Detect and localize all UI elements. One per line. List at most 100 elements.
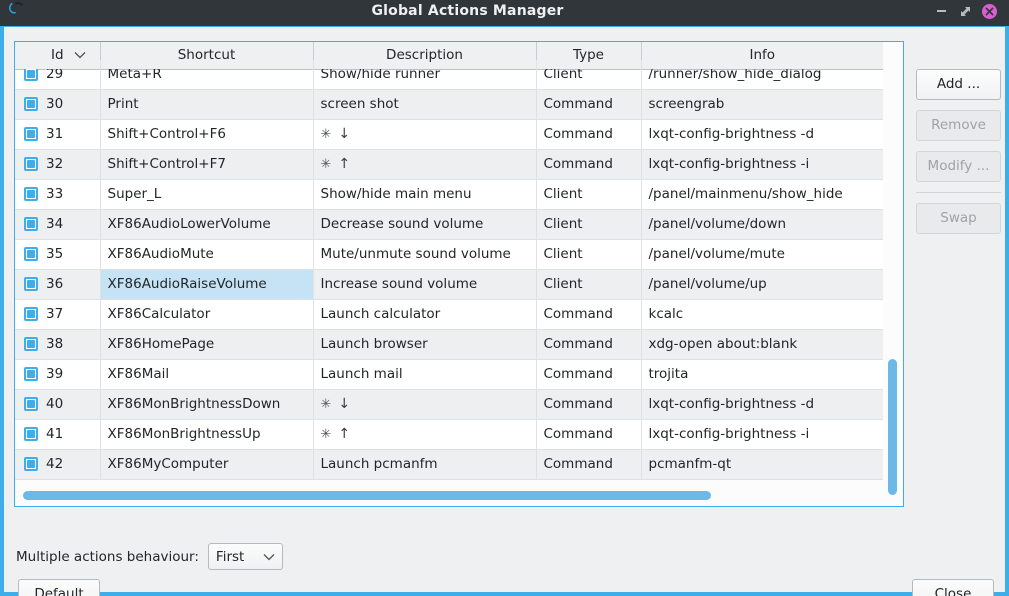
horizontal-scrollbar[interactable] xyxy=(17,488,885,504)
cell-shortcut[interactable]: XF86AudioMute xyxy=(100,239,314,270)
row-checkbox-icon[interactable] xyxy=(24,277,38,291)
modify-button[interactable]: Modify ... xyxy=(916,151,1001,182)
minimize-icon[interactable] xyxy=(929,0,953,23)
cell-type[interactable]: Command xyxy=(536,299,642,330)
default-button[interactable]: Default xyxy=(18,579,100,596)
cell-info[interactable]: xdg-open about:blank xyxy=(641,329,883,360)
cell-description[interactable]: Launch calculator xyxy=(313,299,537,330)
row-checkbox-icon[interactable] xyxy=(24,367,38,381)
cell-description[interactable]: Launch pcmanfm xyxy=(313,449,537,480)
cell-type[interactable]: Command xyxy=(536,119,642,150)
cell-type[interactable]: Command xyxy=(536,389,642,420)
vertical-scrollbar[interactable] xyxy=(885,69,901,495)
cell-id[interactable]: 41 xyxy=(15,419,101,450)
cell-type[interactable]: Command xyxy=(536,89,642,120)
row-checkbox-icon[interactable] xyxy=(24,337,38,351)
cell-shortcut[interactable]: XF86AudioRaiseVolume xyxy=(100,269,314,300)
cell-id[interactable]: 35 xyxy=(15,239,101,270)
row-checkbox-icon[interactable] xyxy=(24,397,38,411)
cell-id[interactable]: 36 xyxy=(15,269,101,300)
cell-info[interactable]: /panel/mainmenu/show_hide xyxy=(641,179,883,210)
column-header-shortcut[interactable]: Shortcut xyxy=(100,42,314,70)
vertical-scrollbar-thumb[interactable] xyxy=(888,359,897,495)
row-checkbox-icon[interactable] xyxy=(24,67,38,81)
cell-info[interactable]: /panel/volume/mute xyxy=(641,239,883,270)
add-button[interactable]: Add ... xyxy=(916,69,1001,100)
cell-type[interactable]: Command xyxy=(536,449,642,480)
cell-type[interactable]: Command xyxy=(536,359,642,390)
cell-description[interactable]: Show/hide main menu xyxy=(313,179,537,210)
close-button[interactable]: Close xyxy=(912,579,994,596)
row-checkbox-icon[interactable] xyxy=(24,187,38,201)
cell-info[interactable]: lxqt-config-brightness -d xyxy=(641,389,883,420)
row-checkbox-icon[interactable] xyxy=(24,217,38,231)
cell-description[interactable]: ✳↓ xyxy=(313,389,537,420)
column-header-description[interactable]: Description xyxy=(313,42,537,70)
cell-shortcut[interactable]: Super_L xyxy=(100,179,314,210)
cell-description[interactable]: ✳↑ xyxy=(313,149,537,180)
cell-shortcut[interactable]: XF86MyComputer xyxy=(100,449,314,480)
remove-button[interactable]: Remove xyxy=(916,110,1001,141)
row-checkbox-icon[interactable] xyxy=(24,157,38,171)
cell-type[interactable]: Client xyxy=(536,239,642,270)
cell-shortcut[interactable]: Shift+Control+F7 xyxy=(100,149,314,180)
cell-type[interactable]: Command xyxy=(536,329,642,360)
row-checkbox-icon[interactable] xyxy=(24,127,38,141)
cell-shortcut[interactable]: XF86Calculator xyxy=(100,299,314,330)
cell-info[interactable]: lxqt-config-brightness -d xyxy=(641,119,883,150)
cell-description[interactable]: ✳↓ xyxy=(313,119,537,150)
cell-description[interactable]: Launch browser xyxy=(313,329,537,360)
cell-description[interactable]: Mute/unmute sound volume xyxy=(313,239,537,270)
cell-shortcut[interactable]: Print xyxy=(100,89,314,120)
cell-info[interactable]: screengrab xyxy=(641,89,883,120)
cell-type[interactable]: Command xyxy=(536,419,642,450)
column-header-info[interactable]: Info xyxy=(641,42,883,70)
cell-id[interactable]: 40 xyxy=(15,389,101,420)
cell-id[interactable]: 37 xyxy=(15,299,101,330)
cell-info[interactable]: kcalc xyxy=(641,299,883,330)
cell-type[interactable]: Client xyxy=(536,269,642,300)
column-header-type[interactable]: Type xyxy=(536,42,642,70)
cell-id[interactable]: 33 xyxy=(15,179,101,210)
cell-type[interactable]: Client xyxy=(536,179,642,210)
cell-shortcut[interactable]: XF86MonBrightnessDown xyxy=(100,389,314,420)
horizontal-scrollbar-thumb[interactable] xyxy=(23,491,711,500)
swap-button[interactable]: Swap xyxy=(916,203,1001,234)
cell-description[interactable]: Launch mail xyxy=(313,359,537,390)
row-checkbox-icon[interactable] xyxy=(24,307,38,321)
cell-shortcut[interactable]: XF86HomePage xyxy=(100,329,314,360)
cell-id[interactable]: 31 xyxy=(15,119,101,150)
cell-id[interactable]: 42 xyxy=(15,449,101,480)
cell-shortcut[interactable]: XF86Mail xyxy=(100,359,314,390)
cell-id[interactable]: 34 xyxy=(15,209,101,240)
multiple-actions-behaviour-select[interactable]: First xyxy=(207,543,283,570)
cell-id[interactable]: 39 xyxy=(15,359,101,390)
cell-type[interactable]: Client xyxy=(536,209,642,240)
cell-info[interactable]: /panel/volume/down xyxy=(641,209,883,240)
row-checkbox-icon[interactable] xyxy=(24,457,38,471)
row-checkbox-icon[interactable] xyxy=(24,97,38,111)
cell-info[interactable]: trojita xyxy=(641,359,883,390)
column-header-id[interactable]: Id xyxy=(15,42,101,70)
cell-info[interactable]: lxqt-config-brightness -i xyxy=(641,419,883,450)
cell-info[interactable]: /panel/volume/up xyxy=(641,269,883,300)
row-checkbox-icon[interactable] xyxy=(24,247,38,261)
cell-shortcut[interactable]: XF86AudioLowerVolume xyxy=(100,209,314,240)
cell-shortcut[interactable]: Shift+Control+F6 xyxy=(100,119,314,150)
cell-info[interactable]: pcmanfm-qt xyxy=(641,449,883,480)
cell-id[interactable]: 30 xyxy=(15,89,101,120)
cell-id[interactable]: 32 xyxy=(15,149,101,180)
